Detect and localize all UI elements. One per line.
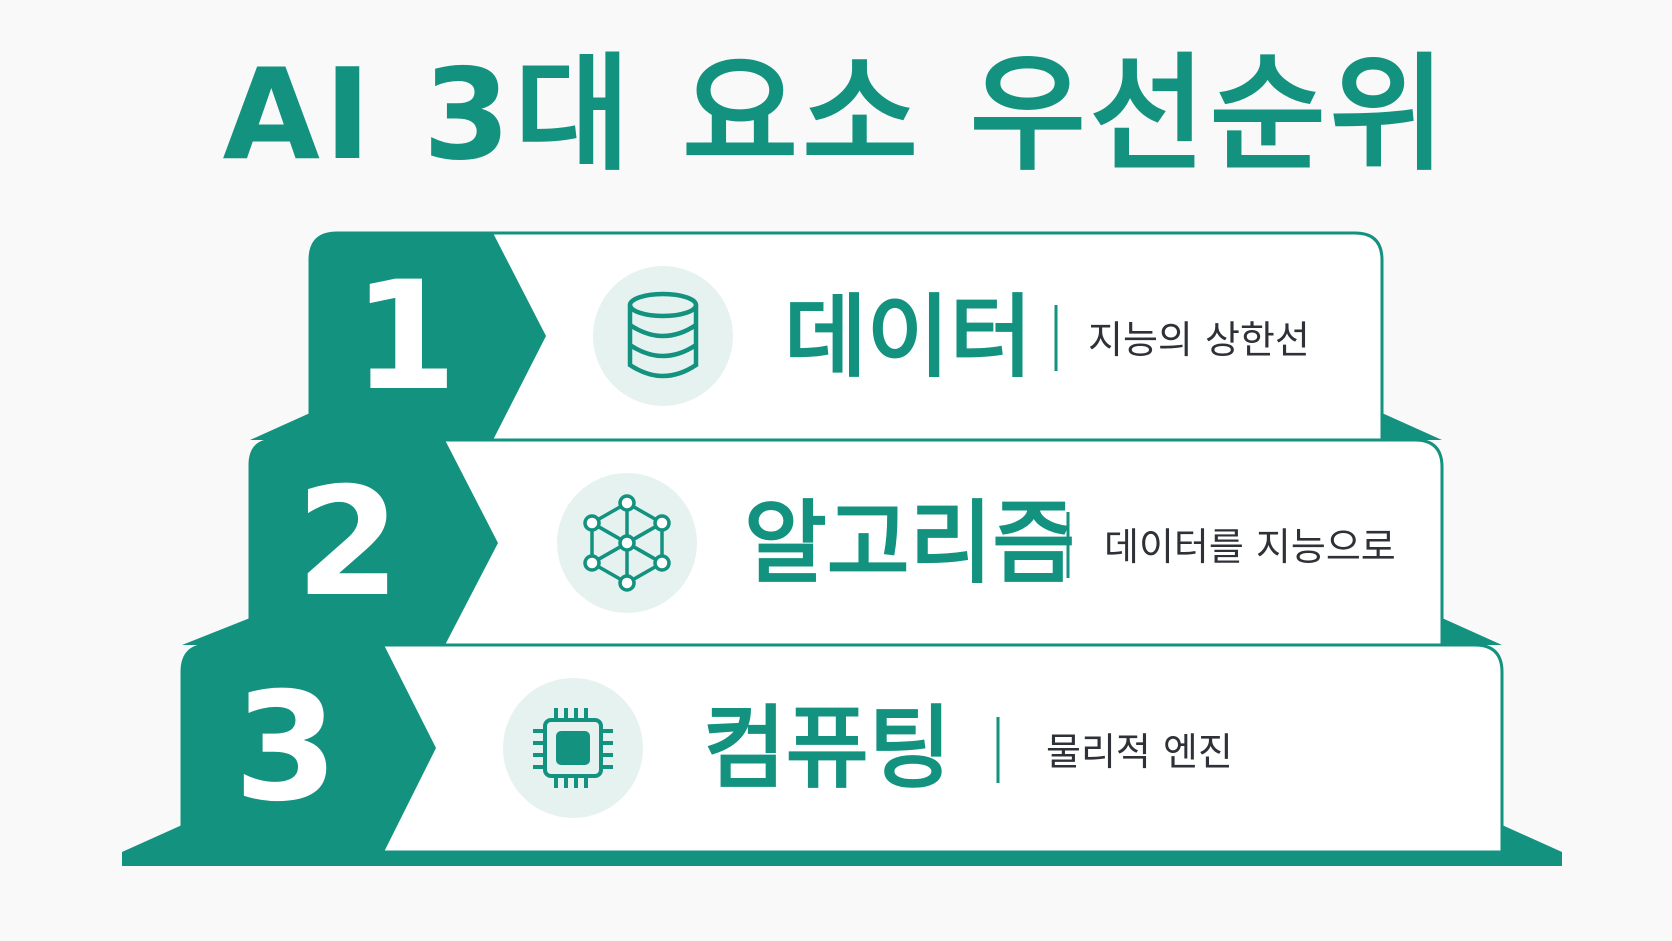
tier-bevel [182,618,250,645]
tier-2-rank-badge [250,440,498,645]
tier-bevel [250,413,310,440]
cpu-chip-icon [533,708,613,788]
tier-2 [248,438,1444,647]
tier-3-label: 컴퓨팅 [703,696,952,801]
tier-bevel [1382,413,1442,440]
tier-1 [308,231,1384,442]
base-right-bevel [1502,825,1562,852]
tier-bevel [1442,618,1502,645]
database-icon [627,291,699,379]
tier-3-rank: 3 [233,661,339,835]
tier-2-label: 알고리즘 [744,491,1076,596]
tier-1-rank: 1 [352,250,458,424]
tier-2-rank: 2 [295,456,401,630]
base-left-bevel [122,825,182,852]
tier-3-description: 물리적 엔진 [1046,730,1233,774]
tier-2-description: 데이터를 지능으로 [1104,525,1396,569]
tier-1-description: 지능의 상한선 [1088,318,1310,362]
tier-1-rank-badge [310,233,546,440]
network-icon [583,494,671,592]
tier-1-label: 데이터 [784,285,1033,390]
tier-3 [180,643,1504,854]
tier-3-rank-badge [182,645,436,852]
staircase-base [122,852,1562,866]
page-title: AI 3대 요소 우선순위 [222,41,1450,188]
